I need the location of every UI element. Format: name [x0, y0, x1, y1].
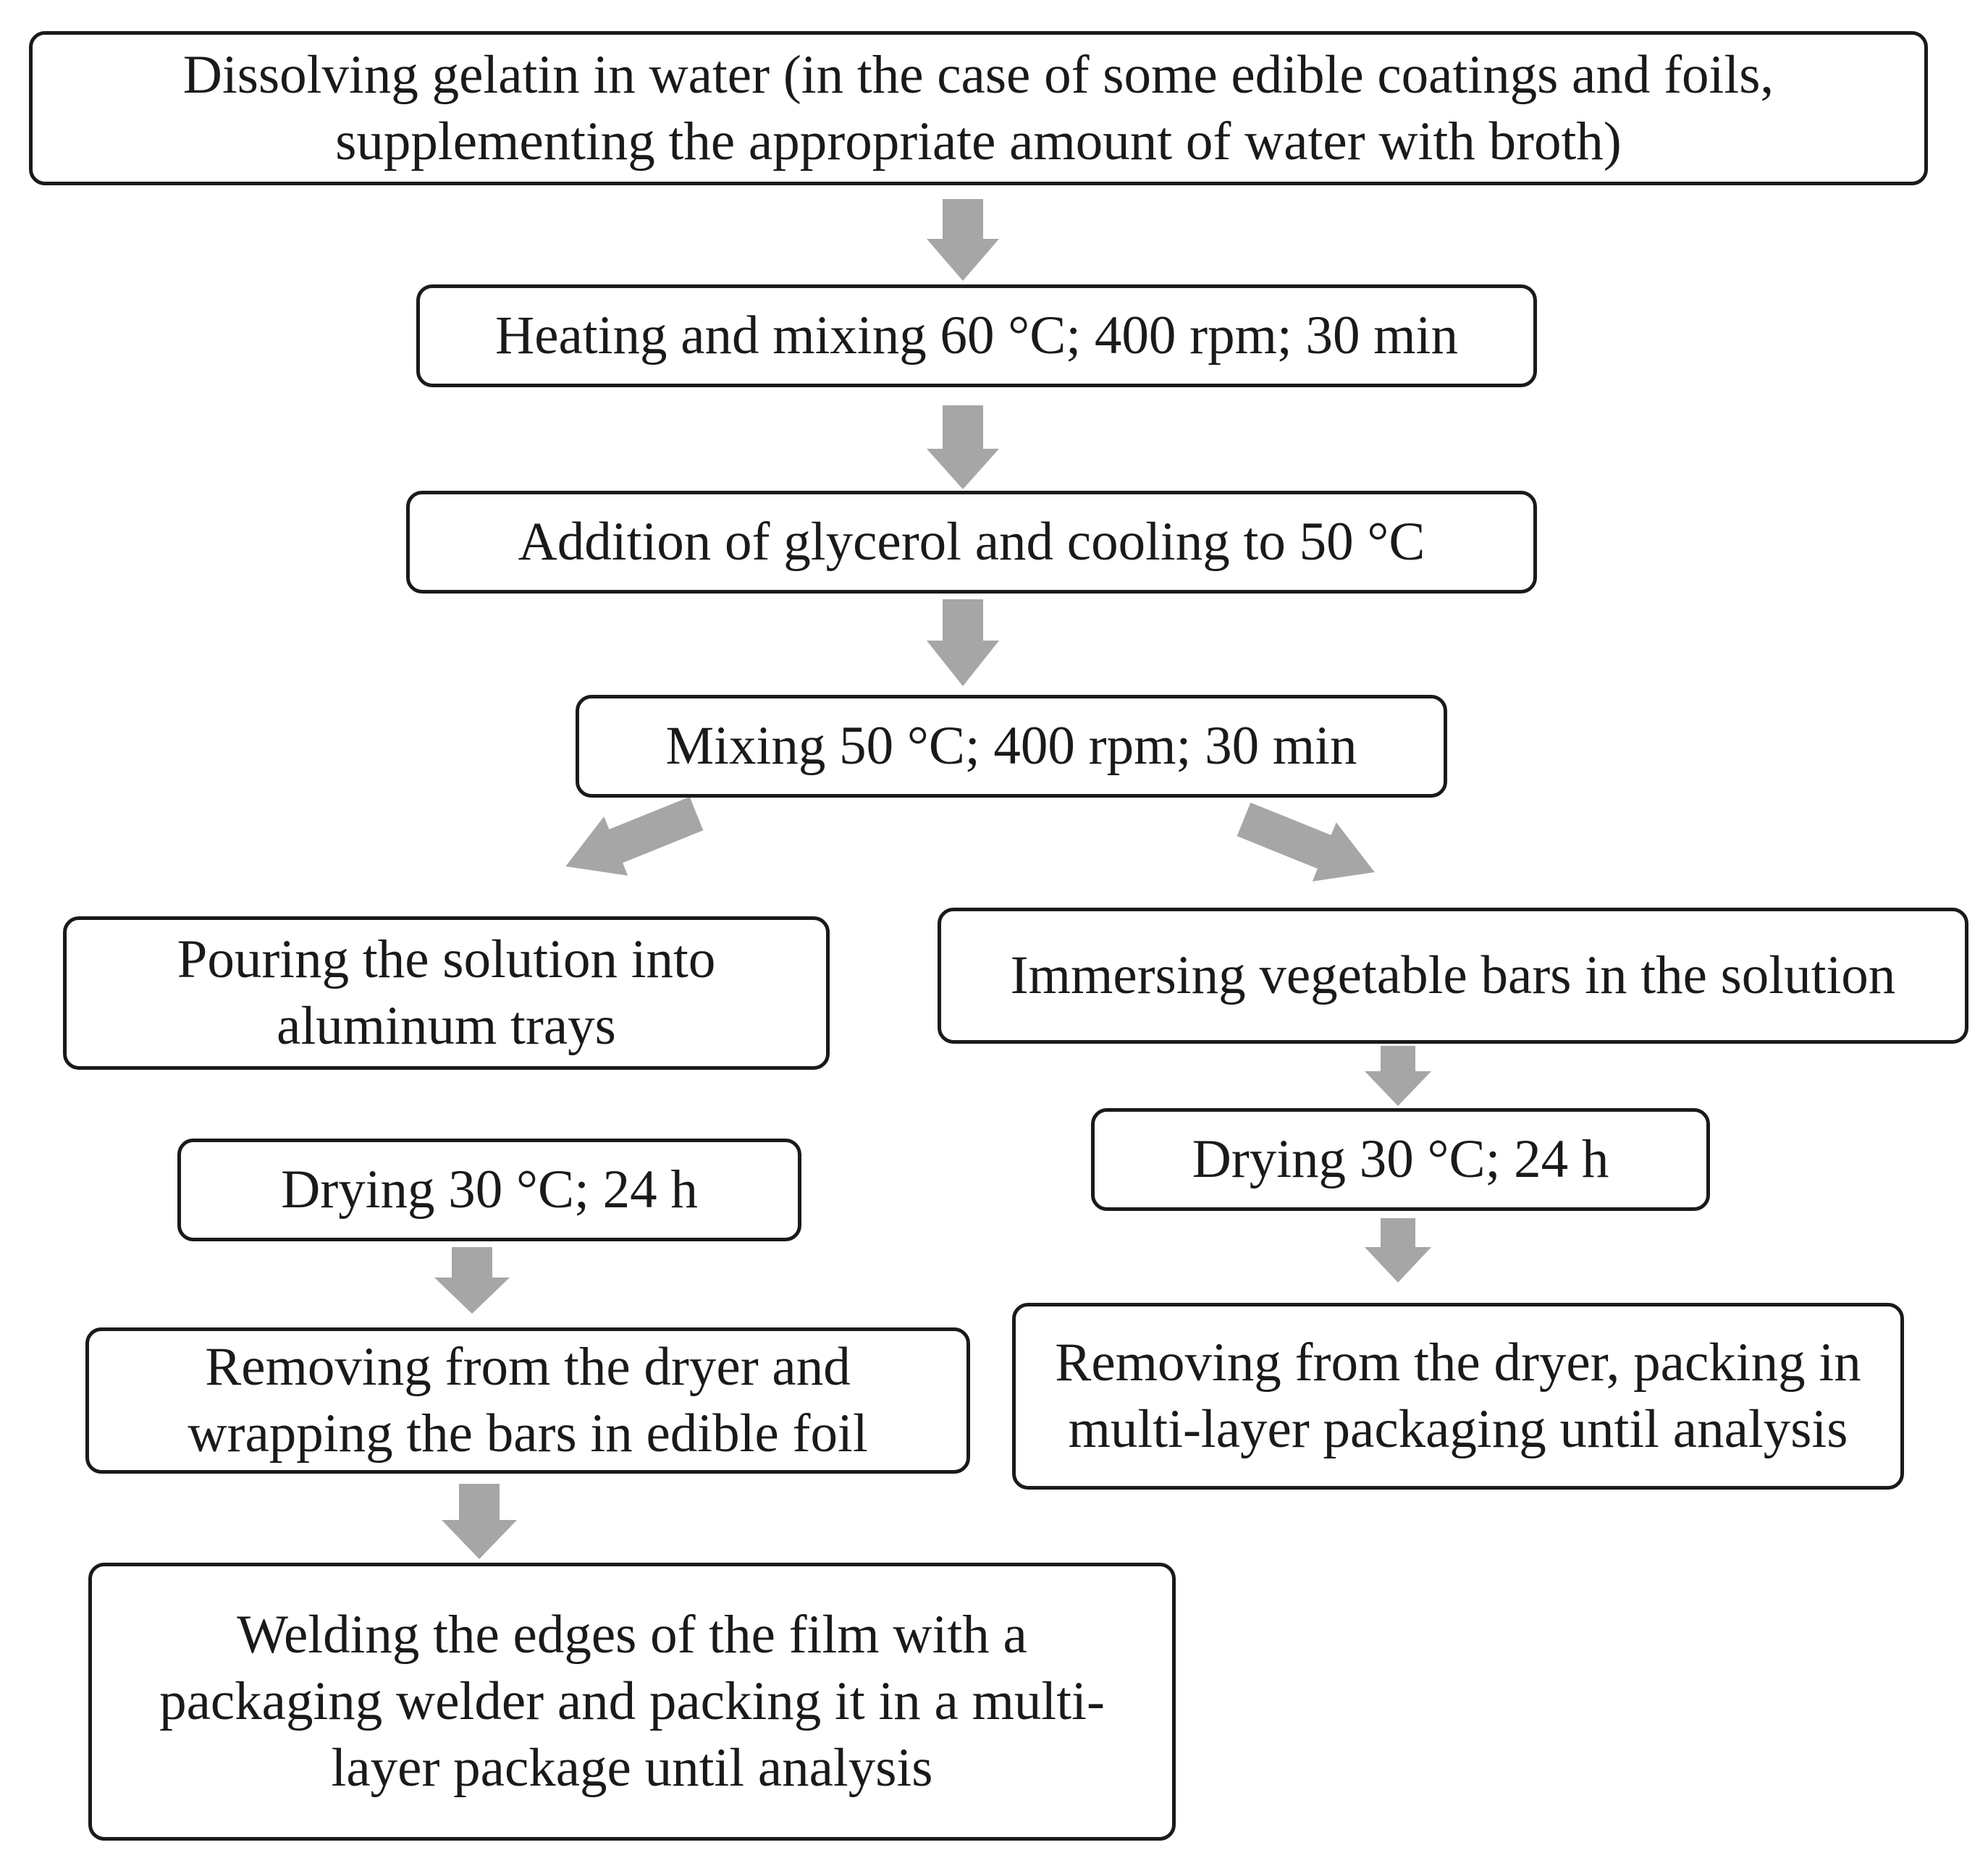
step-pour-solution-label: Pouring the solution into aluminum trays	[177, 929, 716, 1056]
step-heating-mixing: Heating and mixing 60 °C; 400 rpm; 30 mi…	[416, 284, 1537, 387]
step-pour-solution: Pouring the solution into aluminum trays	[63, 916, 830, 1070]
arrow-diagonal-left-icon	[565, 796, 704, 876]
step-left-drying-label: Drying 30 °C; 24 h	[281, 1160, 698, 1220]
step-remove-wrap-label: Removing from the dryer and wrapping the…	[188, 1337, 868, 1464]
arrow-diagonal-right-icon	[1237, 802, 1375, 882]
arrow-down-icon	[442, 1484, 517, 1559]
step-remove-pack-label: Removing from the dryer, packing in mult…	[1055, 1333, 1861, 1459]
step-heating-mixing-label: Heating and mixing 60 °C; 400 rpm; 30 mi…	[495, 305, 1458, 366]
arrow-down-icon	[1365, 1218, 1431, 1283]
step-weld-edges-label: Welding the edges of the film with a pac…	[159, 1605, 1105, 1798]
step-dissolve-gelatin-label: Dissolving gelatin in water (in the case…	[182, 44, 1774, 172]
step-right-drying-label: Drying 30 °C; 24 h	[1192, 1129, 1609, 1189]
arrow-down-icon	[927, 405, 999, 489]
step-remove-pack: Removing from the dryer, packing in mult…	[1012, 1303, 1904, 1490]
arrow-down-icon	[1365, 1046, 1431, 1106]
step-right-drying: Drying 30 °C; 24 h	[1091, 1108, 1710, 1211]
step-immerse-bars-label: Immersing vegetable bars in the solution	[1010, 945, 1896, 1005]
arrow-down-icon	[434, 1247, 510, 1314]
step-dissolve-gelatin: Dissolving gelatin in water (in the case…	[29, 31, 1928, 185]
step-mixing: Mixing 50 °C; 400 rpm; 30 min	[576, 695, 1447, 798]
step-remove-wrap: Removing from the dryer and wrapping the…	[85, 1327, 970, 1474]
arrow-down-icon	[927, 599, 999, 686]
step-add-glycerol-label: Addition of glycerol and cooling to 50 °…	[518, 512, 1425, 572]
arrow-down-icon	[927, 199, 999, 281]
step-immerse-bars: Immersing vegetable bars in the solution	[938, 908, 1968, 1044]
step-weld-edges: Welding the edges of the film with a pac…	[88, 1563, 1176, 1841]
step-left-drying: Drying 30 °C; 24 h	[177, 1139, 801, 1241]
step-mixing-label: Mixing 50 °C; 400 rpm; 30 min	[665, 716, 1357, 776]
step-add-glycerol: Addition of glycerol and cooling to 50 °…	[406, 491, 1537, 594]
